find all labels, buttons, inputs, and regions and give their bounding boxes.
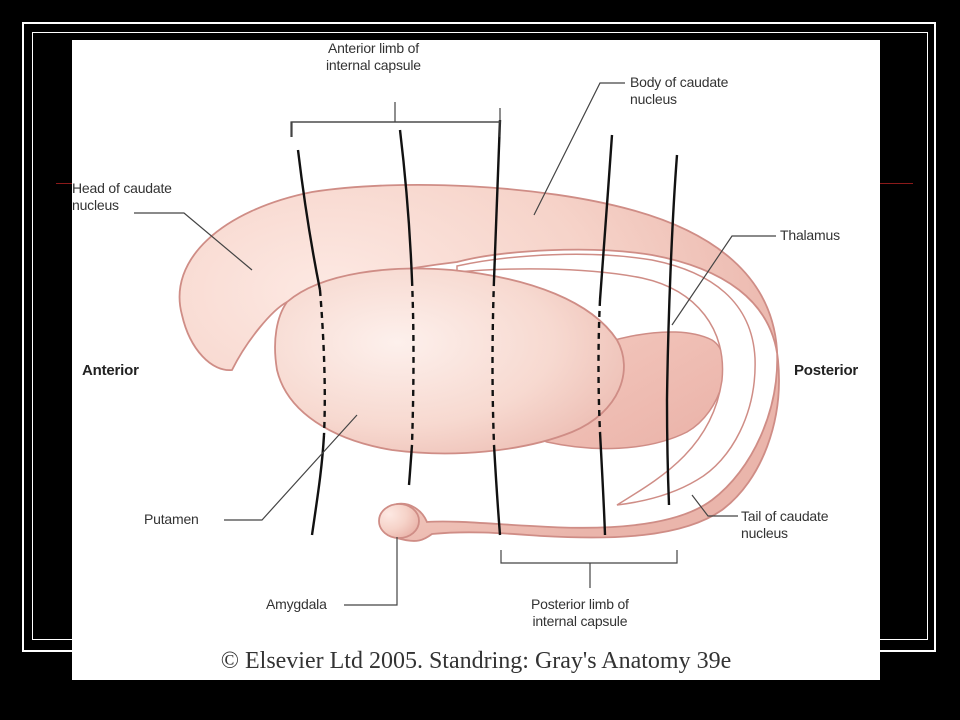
label-tail-caudate-line2: nucleus — [741, 525, 788, 541]
label-body-caudate-line2: nucleus — [630, 91, 677, 107]
fiber-2-upper — [398, 129, 414, 281]
leader-thalamus — [671, 235, 776, 326]
label-anterior-limb: Anterior limb of internal capsule — [326, 40, 421, 74]
fiber-1-upper — [296, 149, 322, 291]
label-anterior: Anterior — [82, 362, 139, 379]
basal-ganglia-diagram — [134, 82, 780, 606]
fiber-3-dashed — [491, 279, 496, 446]
caudate-nucleus-shape — [178, 184, 780, 542]
fiber-4-lower — [598, 431, 607, 536]
label-thalamus: Thalamus — [780, 227, 840, 243]
leader-amygdala — [344, 537, 398, 606]
leader-head-caudate — [134, 212, 253, 271]
label-anterior-limb-line1: Anterior limb of — [327, 40, 419, 56]
title-rule-left — [56, 183, 74, 184]
posterior-limb-bracket-shape — [500, 550, 678, 564]
label-body-caudate: Body of caudate nucleus — [630, 74, 728, 108]
leader-body-caudate — [533, 82, 625, 216]
label-amygdala: Amygdala — [266, 596, 327, 612]
label-head-caudate: Head of caudate nucleus — [72, 180, 172, 214]
label-anterior-limb-line2: internal capsule — [326, 57, 421, 73]
fiber-4-dashed — [597, 299, 602, 433]
fiber-1-lower — [310, 434, 326, 536]
label-posterior-limb-line1: Posterior limb of — [531, 596, 629, 612]
fiber-5 — [665, 154, 679, 506]
label-tail-caudate-line1: Tail of caudate — [741, 508, 829, 524]
fiber-3-lower — [492, 444, 502, 536]
anatomy-figure: Anterior limb of internal capsule Body o… — [72, 40, 880, 680]
leader-putamen — [224, 414, 358, 521]
label-body-caudate-line1: Body of caudate — [630, 74, 729, 90]
label-putamen: Putamen — [144, 511, 199, 527]
title-rule-right — [879, 183, 913, 184]
leader-lines — [134, 82, 776, 606]
copyright-credit: © Elsevier Ltd 2005. Standring: Gray's A… — [220, 648, 732, 674]
label-head-caudate-line1: Head of caudate — [72, 180, 172, 196]
internal-capsule-fibers — [296, 119, 679, 536]
anterior-limb-bracket-shape — [290, 121, 501, 137]
label-posterior-limb-line2: internal capsule — [532, 613, 628, 629]
fiber-3-upper — [492, 119, 502, 281]
label-head-caudate-line2: nucleus — [72, 197, 119, 213]
anterior-limb-bracket-right — [392, 90, 500, 108]
leader-tail-caudate — [691, 494, 738, 517]
fiber-2-dashed — [410, 279, 415, 446]
label-tail-caudate: Tail of caudate nucleus — [741, 508, 828, 542]
label-posterior-limb: Posterior limb of internal capsule — [531, 596, 629, 630]
ventricle-gap — [456, 253, 756, 506]
fiber-4-upper — [598, 134, 614, 301]
label-posterior: Posterior — [794, 362, 859, 379]
amygdala-shape — [378, 503, 420, 539]
fiber-2-lower — [407, 444, 414, 486]
putamen-shape — [274, 267, 625, 455]
